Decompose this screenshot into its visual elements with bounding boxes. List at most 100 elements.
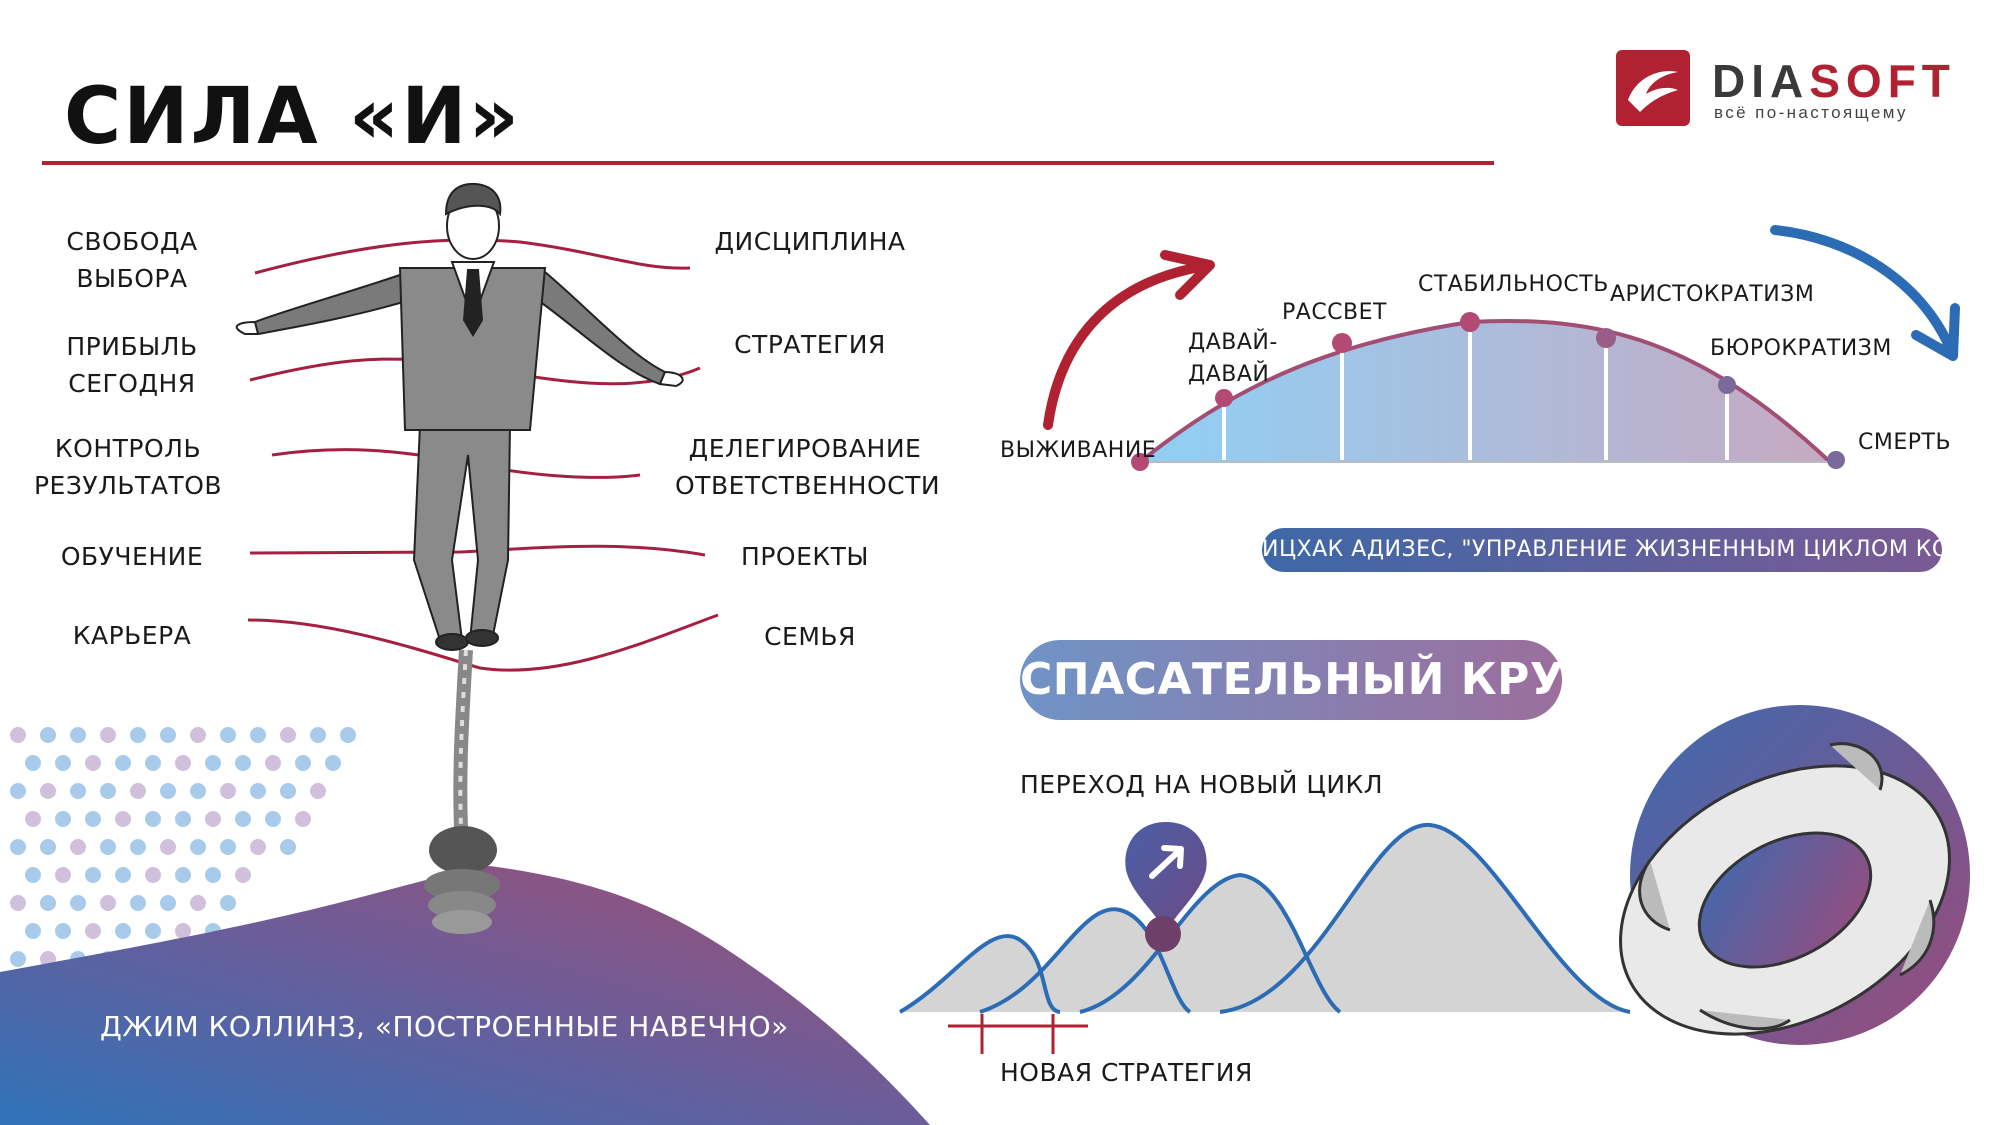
- dot: [115, 811, 131, 827]
- dot: [235, 867, 251, 883]
- dot: [280, 783, 296, 799]
- dot: [175, 923, 191, 939]
- dot: [55, 867, 71, 883]
- balance-right-3-line1: ДЕЛЕГИРОВАНИЕ: [688, 434, 922, 463]
- lifecycle-area: [1140, 320, 1830, 462]
- dot: [40, 727, 56, 743]
- dot: [280, 839, 296, 855]
- cycle-waves: [898, 822, 1631, 1014]
- stage-death: СМЕРТЬ: [1858, 430, 1952, 455]
- stage-bureaucracy: БЮРОКРАТИЗМ: [1710, 336, 1892, 361]
- logo-name-part2: SOFT: [1809, 55, 1956, 107]
- stage-survival: ВЫЖИВАНИЕ: [1000, 438, 1157, 463]
- strategy-label: НОВАЯ СТРАТЕГИЯ: [1000, 1058, 1253, 1087]
- dot: [220, 783, 236, 799]
- balance-right-1: ДИСЦИПЛИНА: [680, 223, 940, 260]
- balance-right-1-line1: ДИСЦИПЛИНА: [714, 227, 906, 256]
- arrow-up-right-icon: [1149, 845, 1184, 879]
- dot: [145, 811, 161, 827]
- dot: [100, 895, 116, 911]
- dot: [235, 755, 251, 771]
- dot: [190, 783, 206, 799]
- dot: [265, 755, 281, 771]
- balance-right-5: СЕМЬЯ: [680, 618, 940, 655]
- stage-go-go-line1: ДАВАЙ-: [1188, 330, 1278, 355]
- dot: [70, 895, 86, 911]
- balance-right-4-line1: ПРОЕКТЫ: [741, 542, 869, 571]
- dot: [250, 839, 266, 855]
- dot: [115, 867, 131, 883]
- dot: [40, 783, 56, 799]
- dot: [25, 867, 41, 883]
- balance-left-1: СВОБОДА ВЫБОРА: [22, 223, 242, 297]
- balance-right-3: ДЕЛЕГИРОВАНИЕ ОТВЕТСТВЕННОСТИ: [675, 430, 941, 504]
- dot: [160, 895, 176, 911]
- dot: [25, 811, 41, 827]
- dot: [145, 867, 161, 883]
- lifecycle-dividers: [1222, 322, 1729, 460]
- dot: [100, 839, 116, 855]
- dot: [100, 783, 116, 799]
- dot: [130, 839, 146, 855]
- balance-source: ДЖИМ КОЛЛИНЗ, «ПОСТРОЕННЫЕ НАВЕЧНО»: [100, 1010, 789, 1043]
- dot: [190, 839, 206, 855]
- dot: [100, 727, 116, 743]
- dot: [115, 755, 131, 771]
- dot: [235, 811, 251, 827]
- dot: [85, 811, 101, 827]
- logo-name: DIASOFT: [1712, 54, 1956, 108]
- dot: [205, 811, 221, 827]
- balance-right-3-line2: ОТВЕТСТВЕННОСТИ: [675, 471, 941, 500]
- dot: [85, 755, 101, 771]
- growth-arrow-icon: [1043, 263, 1200, 430]
- dot: [295, 811, 311, 827]
- dolphin-logo-icon: [1628, 71, 1678, 112]
- balance-left-3-line1: КОНТРОЛЬ: [54, 434, 202, 463]
- diasoft-logo: [1616, 50, 1690, 126]
- dot: [220, 895, 236, 911]
- transition-marker: [1125, 822, 1207, 952]
- balance-left-3: КОНТРОЛЬ РЕЗУЛЬТАТОВ: [18, 430, 238, 504]
- balance-left-2-line1: ПРИБЫЛЬ: [66, 332, 198, 361]
- dot: [10, 783, 26, 799]
- dot: [85, 867, 101, 883]
- dot: [160, 839, 176, 855]
- dot: [130, 783, 146, 799]
- balance-left-5: КАРЬЕРА: [22, 617, 242, 654]
- dot: [70, 727, 86, 743]
- dot: [175, 811, 191, 827]
- dot: [10, 727, 26, 743]
- dot: [205, 867, 221, 883]
- dot: [70, 839, 86, 855]
- dot: [205, 755, 221, 771]
- dot: [40, 895, 56, 911]
- dot: [55, 811, 71, 827]
- lifebuoy-icon: [1619, 742, 1951, 1036]
- stage-dawn: РАССВЕТ: [1282, 300, 1387, 325]
- page-title: СИЛА «И»: [64, 72, 521, 162]
- balance-left-2: ПРИБЫЛЬ СЕГОДНЯ: [22, 328, 242, 402]
- balance-left-1-line2: ВЫБОРА: [76, 264, 188, 293]
- dot: [265, 811, 281, 827]
- balance-left-4-line1: ОБУЧЕНИЕ: [60, 542, 204, 571]
- dot: [160, 727, 176, 743]
- dot: [115, 923, 131, 939]
- strategy-bracket: [948, 1014, 1088, 1054]
- stage-stability: СТАБИЛЬНОСТЬ: [1418, 272, 1609, 297]
- dot: [145, 923, 161, 939]
- dot: [10, 839, 26, 855]
- dot: [175, 755, 191, 771]
- rope-knot: [424, 826, 500, 934]
- dot: [220, 727, 236, 743]
- dot: [160, 783, 176, 799]
- dot: [55, 923, 71, 939]
- hill: [0, 866, 930, 1125]
- dot: [175, 867, 191, 883]
- dot: [130, 895, 146, 911]
- stage-aristocracy: АРИСТОКРАТИЗМ: [1610, 282, 1815, 307]
- logo-name-part1: DIA: [1712, 55, 1810, 107]
- dot: [295, 755, 311, 771]
- dot: [25, 755, 41, 771]
- lifebuoy-banner: СПАСАТЕЛЬНЫЙ КРУГ: [1020, 640, 1592, 720]
